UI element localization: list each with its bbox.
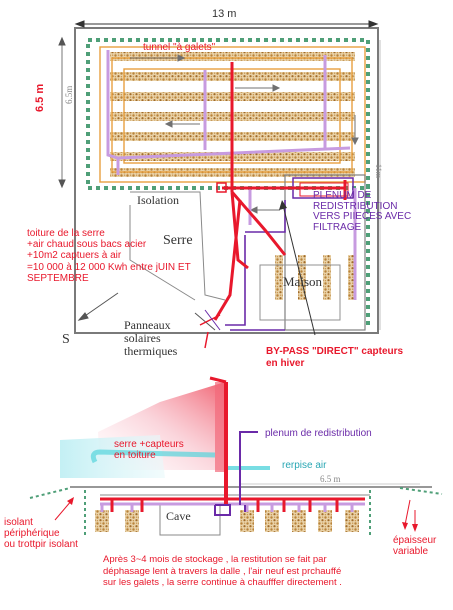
section-view <box>29 376 443 536</box>
gravel-block <box>95 510 109 532</box>
plan-height-label: 6.5 m <box>34 83 46 112</box>
plan-serre-outline <box>129 191 226 301</box>
red-return <box>209 376 227 384</box>
plan-outer-wall <box>74 27 379 334</box>
duct-junction <box>216 182 227 193</box>
maison-label: Maison <box>283 274 322 289</box>
south-arrow <box>77 292 119 321</box>
isolant-leader <box>54 499 73 521</box>
serre-capteurs-text: serre +capteurs en toiture <box>114 439 184 461</box>
gravel-column <box>298 255 306 300</box>
purple-duct <box>245 200 286 233</box>
plenum-text: PLENUM DE REDISTRIBUTION VERS PIIECES AV… <box>313 190 412 233</box>
arrow-head <box>67 497 74 505</box>
arrow-head <box>249 206 258 214</box>
plan-lilac-ducts <box>106 50 357 300</box>
section-gravel-blocks <box>95 510 359 532</box>
arrow-head <box>351 137 359 146</box>
bypass-leader <box>282 204 316 336</box>
plan-red-ducts <box>213 62 347 321</box>
reprise-airflow <box>90 449 216 464</box>
gravel-block <box>345 510 359 532</box>
plan-width-dimension <box>74 20 379 28</box>
gravel-block <box>292 510 306 532</box>
section-green-edges <box>29 487 443 535</box>
plan-right-label: 11m <box>374 164 383 178</box>
epaisseur-leader <box>404 499 411 526</box>
arrow-head <box>164 120 173 128</box>
purple-duct <box>214 504 231 516</box>
red-duct <box>213 199 242 321</box>
gravel-strip <box>110 52 355 61</box>
toiture-text: toiture de la serre +air chaud sous bacs… <box>27 228 191 284</box>
bypass-arrow-head <box>279 200 287 210</box>
serre-outline <box>129 205 196 301</box>
plan-flow-arrows <box>130 54 359 214</box>
epaisseur-text: épaisseur variable <box>393 535 437 557</box>
reprise-label: rerpise air <box>282 460 327 471</box>
green-edge <box>29 487 71 499</box>
red-duct <box>230 191 249 270</box>
arrow-head <box>58 36 66 46</box>
tunnel-label: tunnel "à galets" <box>143 42 216 53</box>
plan-height-dimension <box>58 36 66 189</box>
arrow-head <box>402 522 408 530</box>
section-leaders <box>54 497 418 532</box>
section-purple-ducts <box>214 431 258 516</box>
cave-box <box>259 264 341 321</box>
gravel-block <box>265 510 279 532</box>
isolant-text: isolant périphérique ou trottpir isolant <box>4 517 78 551</box>
red-duct <box>230 191 287 256</box>
maison-wall <box>284 174 366 331</box>
arrow-head <box>177 54 186 62</box>
section-plenum-label: plenum de redistribution <box>265 428 372 439</box>
gravel-column <box>348 255 356 300</box>
gravel-column <box>275 255 283 300</box>
south-label: S <box>62 332 70 347</box>
footnote-text: Après 3~4 mois de stockage , la restitut… <box>103 554 342 589</box>
lilac-duct <box>106 50 351 160</box>
purple-duct <box>239 431 258 505</box>
section-width-label: 6.5 m <box>320 474 341 484</box>
plan-width-label: 13 m <box>212 8 237 20</box>
green-edge <box>399 487 443 495</box>
gravel-block <box>125 510 139 532</box>
gravel-block <box>318 510 332 532</box>
isolation-label: Isolation <box>137 193 179 207</box>
plan-height-label-inner: 6.5m <box>64 85 74 104</box>
arrow-head <box>412 524 418 532</box>
serre-label: Serre <box>163 233 193 248</box>
arrow-head <box>272 84 281 92</box>
section-teal-fade <box>60 435 165 478</box>
section-red-ducts <box>100 376 365 512</box>
arrow-head <box>77 312 89 321</box>
panneaux-symbol <box>194 309 221 349</box>
arrow-head <box>74 20 85 28</box>
panneaux-text: Panneaux solaires thermiques <box>124 318 178 359</box>
plan-maison-gravel <box>275 255 356 300</box>
arrow-head <box>368 20 379 28</box>
plan-view <box>58 20 381 349</box>
serre-outline <box>130 191 226 301</box>
gravel-column <box>323 255 331 300</box>
gravel-block <box>240 510 254 532</box>
arrow-head <box>58 179 66 189</box>
bypass-text: BY-PASS "DIRECT" capteurs en hiver <box>266 346 404 369</box>
section-lilac-ducts <box>100 502 365 512</box>
cave-label: Cave <box>166 509 191 523</box>
